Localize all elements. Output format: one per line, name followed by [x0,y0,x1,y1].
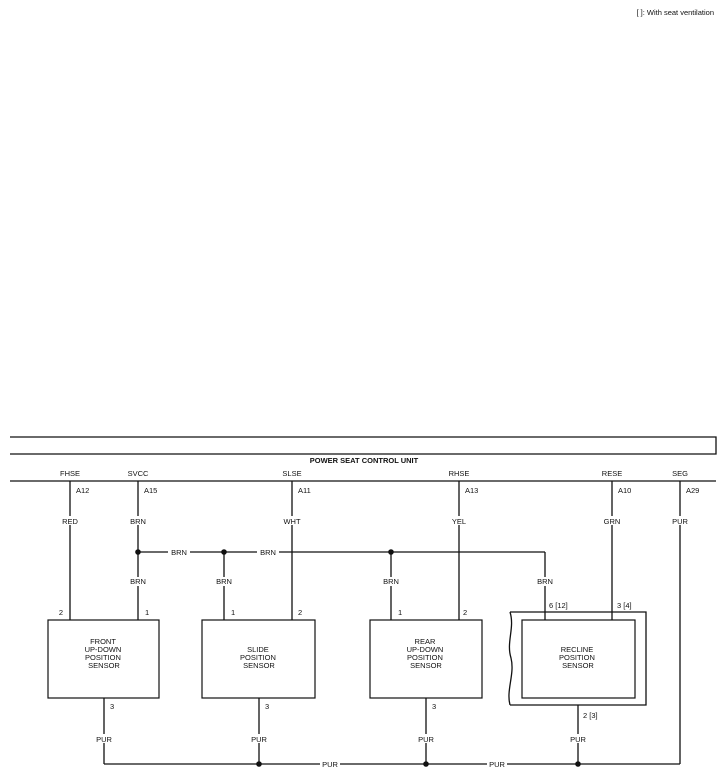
wire-color-brn-svcc: BRN [130,517,146,526]
recline-sensor-label: RECLINE POSITION SENSOR [559,645,597,670]
terminal-fhse: FHSE [60,469,80,478]
ground-label-pur-rear: PUR [418,735,434,744]
terminal-seg: SEG [672,469,688,478]
front-sensor-pin-3: 3 [110,702,114,711]
ground-bus-label-2: PUR [489,760,505,769]
recline-sensor-pin-6-12: 6 [12] [549,601,568,610]
slide-sensor-pin-1: 1 [231,608,235,617]
bus-label-brn-1: BRN [171,548,187,557]
pin-a15: A15 [144,486,157,495]
junction-dot [575,761,581,767]
pin-a13: A13 [465,486,478,495]
drop-label-brn-recline: BRN [537,577,553,586]
slide-sensor-pin-3: 3 [265,702,269,711]
control-unit-outline [10,436,717,455]
control-unit-title: POWER SEAT CONTROL UNIT [310,456,419,465]
slide-sensor-label: SLIDE POSITION SENSOR [240,645,278,670]
recline-sensor-pin-3-4: 3 [4] [617,601,632,610]
pin-a29: A29 [686,486,699,495]
wire-color-grn: GRN [604,517,621,526]
bus-label-brn-2: BRN [260,548,276,557]
pin-a11: A11 [298,486,311,495]
terminal-svcc: SVCC [128,469,149,478]
recline-position-sensor [521,619,636,699]
rear-sensor-pin-3: 3 [432,702,436,711]
junction-dot [423,761,429,767]
ground-label-pur-front: PUR [96,735,112,744]
ground-label-pur-slide: PUR [251,735,267,744]
front-sensor-pin-1: 1 [145,608,149,617]
wire-color-pur-seg: PUR [672,517,688,526]
rear-sensor-label: REAR UP-DOWN POSITION SENSOR [407,637,446,670]
rear-sensor-pin-2: 2 [463,608,467,617]
slide-position-sensor [201,619,316,699]
wire-color-yel: YEL [452,517,466,526]
rear-up-down-position-sensor [369,619,483,699]
front-sensor-label: FRONT UP-DOWN POSITION SENSOR [85,637,124,670]
recline-sensor-pin-2-3: 2 [3] [583,711,598,720]
ground-bus-label-1: PUR [322,760,338,769]
wire-color-red: RED [62,517,78,526]
pin-a10: A10 [618,486,631,495]
terminal-slse: SLSE [282,469,301,478]
slide-sensor-pin-2: 2 [298,608,302,617]
ground-label-pur-recline: PUR [570,735,586,744]
recline-connector-break [508,611,513,706]
legend-note: [ ]: With seat ventilation [636,8,714,17]
rear-sensor-pin-1: 1 [398,608,402,617]
terminal-rhse: RHSE [449,469,470,478]
drop-label-brn-front: BRN [130,577,146,586]
wire-color-wht: WHT [283,517,300,526]
pin-a12: A12 [76,486,89,495]
front-sensor-pin-2: 2 [59,608,63,617]
drop-label-brn-slide: BRN [216,577,232,586]
junction-dot [135,549,141,555]
terminal-rese: RESE [602,469,622,478]
junction-dot [256,761,262,767]
drop-label-brn-rear: BRN [383,577,399,586]
